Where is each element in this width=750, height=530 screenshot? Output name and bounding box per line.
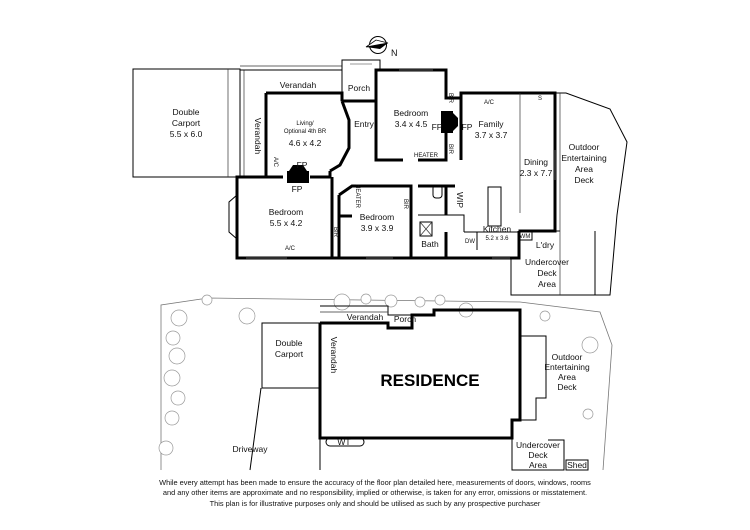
site-undercover-label-3: Area (529, 460, 547, 470)
site-verandah-side-label: Verandah (329, 337, 339, 374)
carport-label-2: Carport (172, 118, 201, 128)
disclaimer-line-1: While every attempt has been made to ens… (159, 478, 591, 487)
ac-label-living: A/C (272, 157, 278, 168)
site-plan (158, 293, 613, 471)
kitchen-dims: 5.2 x 3.6 (485, 236, 509, 242)
bir-label-main: BIR (332, 227, 338, 238)
carport-label: Double (173, 107, 200, 117)
bir-label-front: BIR (447, 93, 453, 104)
site-verandah-top-label: Verandah (347, 312, 384, 322)
living-label-2: Optional 4th BR (284, 129, 327, 135)
verandah-side-label: Verandah (253, 118, 263, 155)
bedroom-front-dims: 3.4 x 4.5 (395, 119, 428, 129)
fp-label-family: FP (462, 122, 473, 132)
undercover-label-3: Area (538, 279, 556, 289)
living-dims: 4.6 x 4.2 (289, 138, 322, 148)
outdoor-label-3: Area (575, 164, 593, 174)
ac-label-family: A/C (484, 100, 495, 106)
family-label: Family (478, 119, 504, 129)
disclaimer-line-2: and any other items are approximate and … (162, 488, 588, 498)
dw-label: DW (465, 239, 475, 245)
residence-label: RESIDENCE (380, 371, 479, 390)
bedroom-mid-dims: 3.9 x 3.9 (361, 223, 394, 233)
family-dims: 3.7 x 3.7 (475, 130, 508, 140)
shed-label: Shed (567, 460, 587, 470)
dining-dims: 2.3 x 7.7 (520, 168, 553, 178)
site-carport-label: Double (276, 338, 303, 348)
site-outdoor-label-4: Deck (557, 382, 577, 392)
fireplace-bedroom-icon (441, 111, 453, 133)
s-label: S (538, 96, 542, 102)
bedroom-main-dims: 5.5 x 4.2 (270, 218, 303, 228)
disclaimer-line-3: This plan is for illustrative purposes o… (209, 498, 541, 508)
tree-icon (158, 293, 599, 456)
outdoor-label-4: Deck (574, 175, 594, 185)
floor-plan (132, 59, 628, 296)
site-porch-label: Porch (394, 314, 416, 324)
living-label: Living/ (296, 121, 314, 127)
bath-label: Bath (421, 239, 439, 249)
outdoor-label: Outdoor (569, 142, 600, 152)
wm-label: WM (520, 234, 531, 240)
north-compass-icon (365, 36, 389, 54)
bir-label-front-2: BIR (447, 144, 453, 155)
site-outdoor-label-2: Entertaining (544, 362, 590, 372)
bir-label-mid: BIR (402, 199, 408, 210)
site-outdoor-label: Outdoor (552, 352, 583, 362)
bedroom-main-label: Bedroom (269, 207, 304, 217)
driveway-label: Driveway (233, 444, 269, 454)
site-undercover-label-2: Deck (528, 450, 548, 460)
compass-north-label: N (391, 48, 398, 58)
porch-label: Porch (348, 83, 370, 93)
entry-label: Entry (354, 119, 375, 129)
carport-dims: 5.5 x 6.0 (170, 129, 203, 139)
outdoor-label-2: Entertaining (561, 153, 607, 163)
kitchen-label: Kitchen (483, 224, 512, 234)
house-outer-wall (235, 93, 521, 260)
fp-label-living: FP (297, 160, 308, 170)
fireplace-living-icon (287, 171, 309, 183)
site-carport-label-2: Carport (275, 349, 304, 359)
site-undercover-label: Undercover (516, 440, 560, 450)
disclaimer: While every attempt has been made to ens… (60, 478, 690, 509)
undercover-label-2: Deck (537, 268, 557, 278)
ac-label-bedroom: A/C (285, 246, 296, 252)
verandah-top-label: Verandah (280, 80, 317, 90)
laundry-label: L'dry (536, 240, 555, 250)
wip-label: WIP (455, 192, 465, 208)
water-tank-label: WT (337, 437, 350, 447)
fp-label-bedroom: FP (292, 184, 303, 194)
heater-label-mid: HEATER (354, 184, 360, 209)
bedroom-mid-label: Bedroom (360, 212, 395, 222)
heater-label-front: HEATER (414, 153, 439, 159)
dining-label: Dining (524, 157, 548, 167)
bedroom-front-label: Bedroom (394, 108, 429, 118)
fp-label-front: FP (432, 122, 443, 132)
site-outdoor-label-3: Area (558, 372, 576, 382)
undercover-label: Undercover (525, 257, 569, 267)
